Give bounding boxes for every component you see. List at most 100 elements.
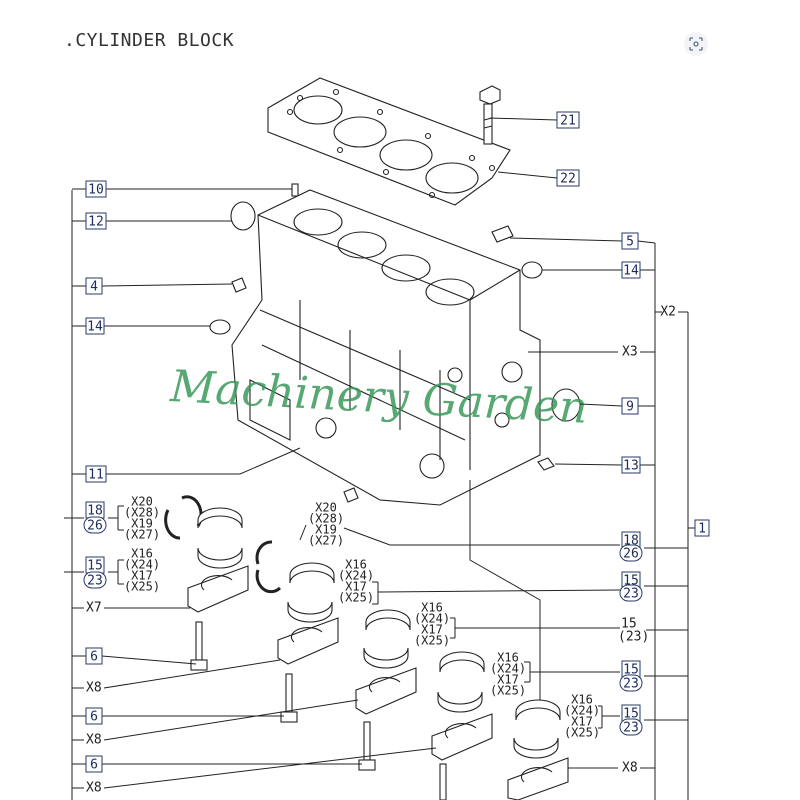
leader-line bbox=[579, 403, 623, 407]
label-lX8a: X8 bbox=[86, 681, 102, 696]
plug-left bbox=[230, 201, 256, 231]
label-lX3: X3 bbox=[622, 345, 638, 360]
plug-bottom-right bbox=[537, 457, 555, 471]
callout-box bbox=[621, 261, 641, 279]
group-g7-line-2: X17 bbox=[571, 715, 593, 729]
leader-line bbox=[103, 699, 359, 741]
label-l23r2: (23) bbox=[618, 630, 649, 645]
lens-glyph bbox=[689, 37, 703, 51]
callout-c14l: 14 bbox=[87, 320, 103, 335]
google-lens-icon[interactable] bbox=[684, 32, 708, 56]
cap-bolt-1 bbox=[190, 621, 208, 671]
group-g2-line-2: X17 bbox=[131, 569, 153, 583]
callout-cc26l: 26 bbox=[87, 519, 103, 534]
bearing-cap-5 bbox=[507, 757, 569, 800]
leader-line bbox=[497, 171, 558, 179]
head-bolt bbox=[479, 85, 501, 145]
label-l15r2: 15 bbox=[621, 617, 637, 632]
callout-cc23r3: 23 bbox=[623, 677, 639, 692]
callout-box bbox=[556, 169, 580, 187]
callout-box bbox=[694, 519, 710, 537]
group-g4-line-1: (X24) bbox=[338, 569, 374, 583]
callout-c12: 12 bbox=[88, 215, 104, 230]
callout-c21: 21 bbox=[560, 114, 576, 129]
leader-line bbox=[299, 524, 307, 541]
callout-box bbox=[621, 232, 639, 250]
group-g5-line-3: (X25) bbox=[414, 634, 450, 648]
callout-circle bbox=[619, 584, 643, 602]
callout-c11: 11 bbox=[88, 468, 104, 483]
callout-cc23r1: 23 bbox=[623, 587, 639, 602]
callout-box bbox=[621, 397, 639, 415]
plug-ring-left bbox=[209, 319, 231, 335]
callout-box bbox=[621, 456, 641, 474]
callout-c15r3: 15 bbox=[623, 663, 639, 678]
group-g6-line-3: (X25) bbox=[490, 684, 526, 698]
bearing-cap-4 bbox=[431, 713, 493, 761]
callout-circle bbox=[83, 571, 107, 589]
group-g6-line-2: X17 bbox=[497, 673, 519, 687]
callout-box bbox=[85, 212, 107, 230]
bearing-1 bbox=[197, 507, 243, 569]
callout-c15r4: 15 bbox=[623, 707, 639, 722]
page-title: .CYLINDER BLOCK bbox=[64, 30, 235, 51]
plug-bottom bbox=[343, 487, 359, 503]
bearing-cap-3 bbox=[355, 667, 417, 715]
callout-box bbox=[85, 755, 103, 773]
group-g5-line-1: (X24) bbox=[414, 612, 450, 626]
group-g6-line-0: X16 bbox=[497, 651, 519, 665]
callout-box bbox=[556, 111, 580, 129]
label-lX7: X7 bbox=[86, 601, 102, 616]
callout-c9: 9 bbox=[626, 400, 634, 415]
leader-line bbox=[101, 655, 197, 665]
leader-line bbox=[106, 447, 301, 475]
callout-c14r: 14 bbox=[623, 264, 639, 279]
group-g2-line-1: (X24) bbox=[124, 558, 160, 572]
group-g1-line-0: X20 bbox=[131, 495, 153, 509]
callout-c22: 22 bbox=[560, 172, 576, 187]
callout-cc23l: 23 bbox=[87, 574, 103, 589]
callout-box bbox=[85, 465, 107, 483]
group-g7-line-1: (X24) bbox=[564, 704, 600, 718]
callout-circle bbox=[619, 674, 643, 692]
thrust-washers-1 bbox=[164, 495, 203, 540]
leader-line bbox=[101, 283, 233, 287]
callout-box bbox=[85, 647, 103, 665]
callout-c6b: 6 bbox=[90, 710, 98, 725]
callout-box bbox=[85, 317, 105, 335]
group-g3-line-0: X20 bbox=[315, 501, 337, 515]
bearing-5 bbox=[513, 699, 561, 759]
group-g3-line-1: (X28) bbox=[308, 512, 344, 526]
leader-line bbox=[103, 747, 437, 789]
group-g4-line-0: X16 bbox=[345, 558, 367, 572]
callout-c5: 5 bbox=[626, 235, 634, 250]
callout-cc23r4: 23 bbox=[623, 721, 639, 736]
group-g6-line-1: (X24) bbox=[490, 662, 526, 676]
group-g2-line-3: (X25) bbox=[124, 580, 160, 594]
leader-line bbox=[509, 237, 623, 242]
group-g1-line-1: (X28) bbox=[124, 506, 160, 520]
group-g2-line-0: X16 bbox=[131, 547, 153, 561]
label-lX8c: X8 bbox=[86, 781, 102, 796]
group-g7-line-3: (X25) bbox=[564, 726, 600, 740]
group-g3-line-2: X19 bbox=[315, 523, 337, 537]
group-g4-line-3: (X25) bbox=[338, 591, 374, 605]
group-g3-line-3: (X27) bbox=[308, 534, 344, 548]
group-g4-line-2: X17 bbox=[345, 580, 367, 594]
bearing-3 bbox=[363, 609, 411, 669]
leader-line bbox=[377, 589, 621, 593]
dowel-pin bbox=[291, 183, 299, 197]
bearing-4 bbox=[437, 651, 485, 713]
cap-bolt-4 bbox=[439, 763, 447, 800]
group-g1-line-2: X19 bbox=[131, 517, 153, 531]
head-gasket bbox=[267, 77, 511, 206]
callout-circle bbox=[619, 718, 643, 736]
oil-seal bbox=[551, 388, 581, 422]
group-g5-line-0: X16 bbox=[421, 601, 443, 615]
callout-cc26r: 26 bbox=[623, 547, 639, 562]
bearing-cap-1 bbox=[187, 565, 249, 613]
leader-line bbox=[637, 240, 656, 244]
label-lX8d: X8 bbox=[622, 761, 638, 776]
